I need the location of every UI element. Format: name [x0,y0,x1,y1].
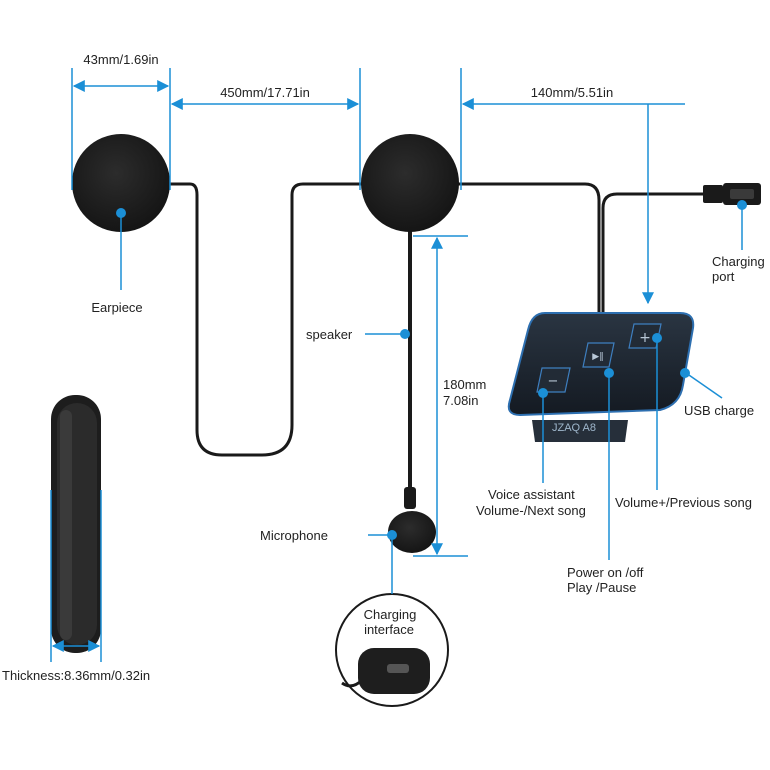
label-volume-down: Volume-/Next song [476,503,586,518]
label-earpiece: Earpiece [91,300,142,315]
earpiece-right [361,134,459,232]
controller-device: JZAQ A8 − ▶‖ + [507,312,695,442]
callout-leaders [120,205,743,594]
volume-up-button[interactable]: + [628,323,662,349]
label-microphone: Microphone [260,528,328,543]
cables [168,182,707,500]
device-brand: JZAQ A8 [552,422,596,434]
earpiece-side-profile [51,395,101,653]
dim-boom-length-2: 7.08in [443,393,478,408]
cable-charging-port [601,192,707,314]
dim-cable-to-device: 140mm/5.51in [531,85,613,100]
dim-thickness: Thickness:8.36mm/0.32in [2,668,150,683]
label-voice-assistant: Voice assistant [488,487,575,502]
label-charging-port-1: Charging [712,254,765,269]
label-power: Power on /off [567,565,644,580]
power-play-button[interactable]: ▶‖ [582,342,615,368]
dim-earpiece-width: 43mm/1.69in [83,52,158,67]
label-charging-interface-2: interface [364,622,414,637]
charging-port-connector [703,183,761,205]
minus-icon: − [548,374,559,389]
charging-interface-inset [335,593,449,707]
callout-dots [116,200,747,540]
microphone-head [388,487,436,553]
cable-right-to-device [456,182,601,314]
dim-cable-between: 450mm/17.71in [220,85,310,100]
label-volume-up: Volume+/Previous song [615,495,752,510]
play-pause-icon: ▶‖ [592,352,603,362]
dim-boom-length-1: 180mm [443,377,486,392]
label-speaker: speaker [306,327,353,342]
plus-icon: + [639,330,651,346]
dimension-lines [50,68,685,662]
volume-down-button[interactable]: − [536,367,571,393]
earpiece-left [72,134,170,232]
label-play-pause: Play /Pause [567,580,636,595]
cable-left-loop [168,182,364,457]
label-charging-interface-1: Charging [364,607,417,622]
label-usb-charge: USB charge [684,403,754,418]
label-charging-port-2: port [712,269,735,284]
